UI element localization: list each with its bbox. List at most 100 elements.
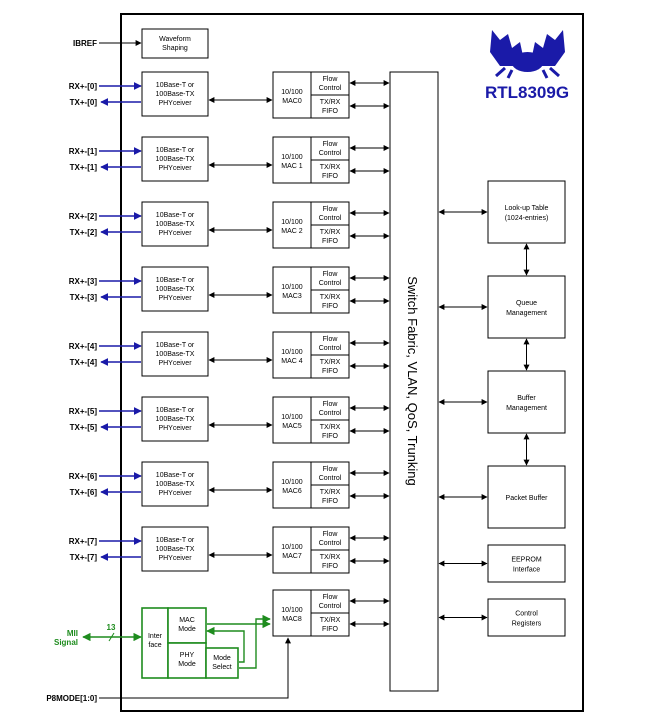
eeprom-interface-box (487, 544, 566, 583)
ibref-label: IBREF (73, 39, 97, 48)
realtek-crab-logo-icon (490, 30, 565, 79)
packet-buffer-label: Packet Buffer (506, 495, 549, 502)
packet-buffer-box (487, 465, 566, 529)
fifo-box-3 (310, 289, 350, 314)
mac8-fifo-box (310, 612, 350, 637)
fifo-box-1 (310, 159, 350, 184)
tx-label-4: TX+-[4] (70, 358, 98, 367)
phy-box-6 (141, 461, 209, 507)
phy-box-7 (141, 526, 209, 572)
fifo-box-0 (310, 94, 350, 119)
switch-fabric-box (389, 71, 439, 692)
rx-label-1: RX+-[1] (69, 147, 98, 156)
rx-label-4: RX+-[4] (69, 342, 98, 351)
phy-box-4 (141, 331, 209, 377)
phy-box-3 (141, 266, 209, 312)
chip-name: RTL8309G (485, 83, 569, 102)
rx-label-5: RX+-[5] (69, 407, 98, 416)
tx-label-5: TX+-[5] (70, 423, 98, 432)
rx-label-7: RX+-[7] (69, 537, 98, 546)
tx-label-1: TX+-[1] (70, 163, 98, 172)
mac-box-2 (272, 201, 312, 249)
interface-box (141, 607, 169, 679)
tx-label-6: TX+-[6] (70, 488, 98, 497)
fifo-box-6 (310, 484, 350, 509)
phy-box-5 (141, 396, 209, 442)
mac-box-3 (272, 266, 312, 314)
phy-box-1 (141, 136, 209, 182)
mac8-box (272, 589, 312, 637)
mode-select-to-mac8 (239, 614, 271, 669)
phy-box-0 (141, 71, 209, 117)
switch-fabric-label: Switch Fabric, VLAN, QoS, Trunking (405, 276, 420, 486)
rx-label-3: RX+-[3] (69, 277, 98, 286)
fifo-box-2 (310, 224, 350, 249)
lookup-table-box (487, 180, 566, 244)
queue-management-box (487, 275, 566, 339)
mode-select-box (205, 647, 239, 679)
fifo-box-4 (310, 354, 350, 379)
rx-label-6: RX+-[6] (69, 472, 98, 481)
bus-width-label: 13 (107, 623, 116, 632)
tx-label-0: TX+-[0] (70, 98, 98, 107)
tx-label-3: TX+-[3] (70, 293, 98, 302)
control-registers-box (487, 598, 566, 637)
bus-slash-mark (108, 632, 115, 642)
rx-label-0: RX+-[0] (69, 82, 98, 91)
tx-label-2: TX+-[2] (70, 228, 98, 237)
p8mode-wire (99, 637, 291, 699)
phy-box-2 (141, 201, 209, 247)
mac-mode-box (167, 607, 207, 644)
lookup-table-label: Look-up Table(1024-entries) (505, 205, 549, 222)
fifo-box-5 (310, 419, 350, 444)
buffer-management-box (487, 370, 566, 434)
mac-box-0 (272, 71, 312, 119)
